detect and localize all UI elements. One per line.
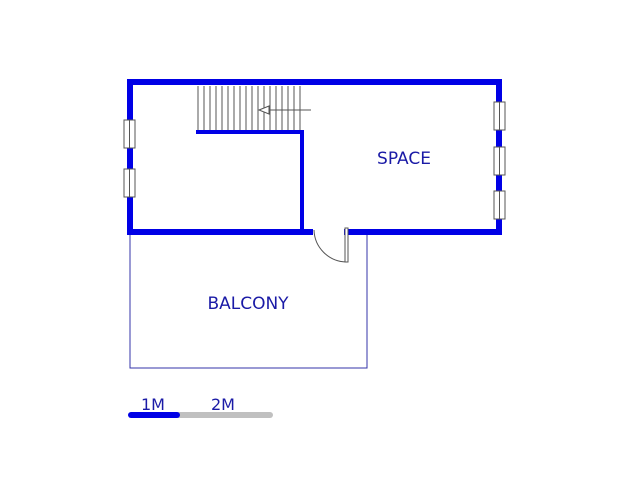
scale-label-2m: 2M (211, 395, 235, 414)
space-room-label: SPACE (377, 149, 431, 169)
window-right-1 (493, 101, 506, 131)
staircase (197, 86, 301, 132)
door-icon (313, 227, 349, 263)
scale-label-1m: 1M (141, 395, 165, 414)
window-right-3 (493, 190, 506, 220)
window-left-1 (123, 119, 136, 149)
window-left-2 (123, 168, 136, 198)
balcony-outline (129, 232, 368, 369)
scale-bar: 1M 2M (128, 395, 273, 418)
interior-walls (196, 130, 304, 232)
walls (127, 79, 502, 235)
stair-direction-arrow-icon (257, 105, 311, 115)
window-right-2 (493, 146, 506, 176)
balcony-room-label: BALCONY (207, 294, 289, 314)
